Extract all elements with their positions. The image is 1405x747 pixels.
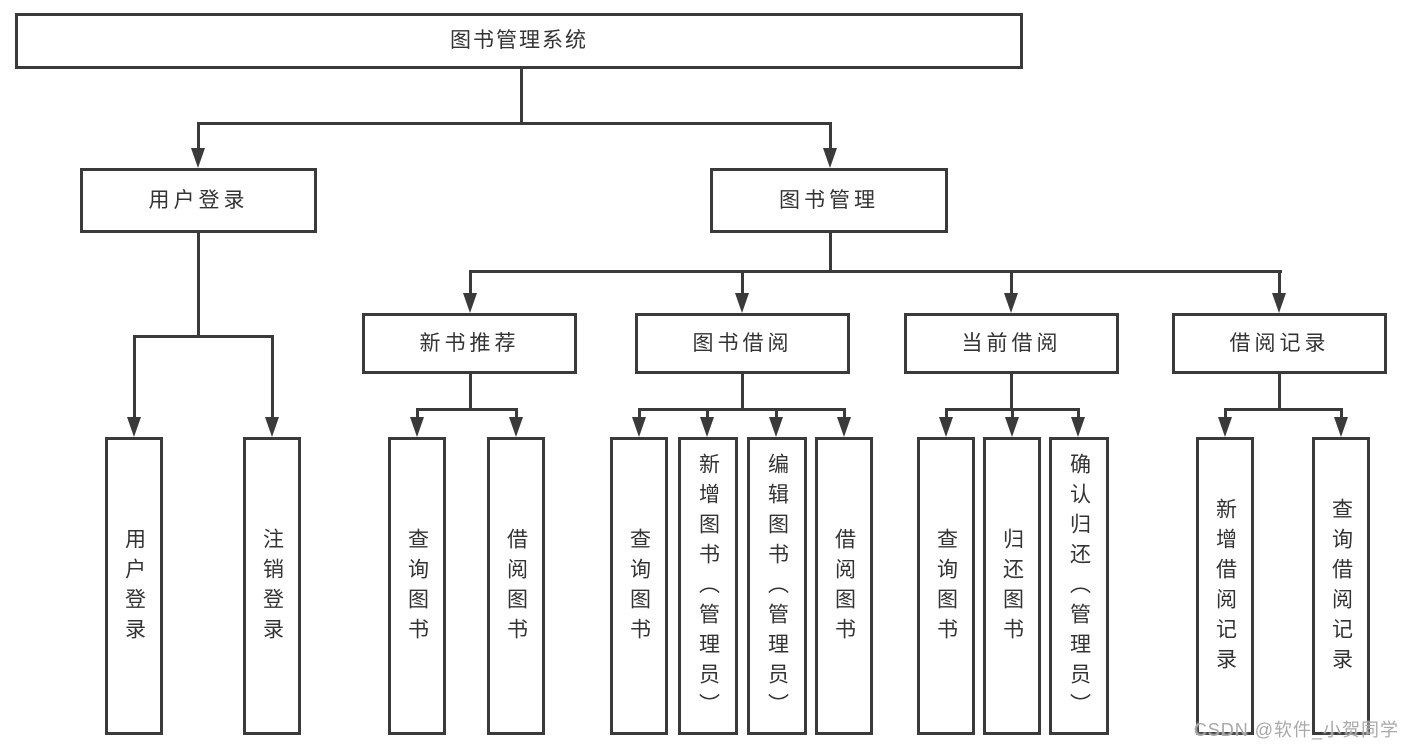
leaf-borrow-borrow-books: 借阅图书 — [815, 437, 873, 735]
arrowhead-down-icon — [410, 417, 424, 437]
node-borrow-records: 借阅记录 — [1172, 313, 1387, 374]
arrowhead-down-icon — [939, 417, 953, 437]
leaf-records-query-record: 查询借阅记录 — [1312, 437, 1370, 735]
connector-line — [1224, 408, 1227, 422]
connector-line — [197, 233, 200, 335]
arrowhead-down-icon — [700, 417, 714, 437]
leaf-borrow-add-books-admin: 新增图书（管理员） — [678, 437, 738, 735]
node-user-login: 用户登录 — [80, 168, 317, 233]
connector-line — [1011, 408, 1014, 422]
arrowhead-down-icon — [735, 293, 749, 313]
node-new-book-recommend: 新书推荐 — [362, 313, 577, 374]
connector-line — [1278, 270, 1281, 297]
node-book-borrow: 图书借阅 — [635, 313, 850, 374]
arrowhead-down-icon — [265, 417, 279, 437]
connector-line — [638, 408, 641, 422]
arrowhead-down-icon — [769, 417, 783, 437]
arrowhead-down-icon — [127, 417, 141, 437]
connector-line — [829, 233, 832, 270]
arrowhead-down-icon — [823, 148, 837, 168]
connector-line — [197, 122, 832, 125]
connector-line — [706, 408, 709, 422]
connector-line — [945, 408, 948, 422]
arrowhead-down-icon — [1218, 417, 1232, 437]
arrowhead-down-icon — [837, 417, 851, 437]
leaf-current-return-books: 归还图书 — [983, 437, 1041, 735]
leaf-logout: 注销登录 — [243, 437, 301, 735]
arrowhead-down-icon — [509, 417, 523, 437]
arrowhead-down-icon — [1004, 293, 1018, 313]
arrowhead-down-icon — [191, 148, 205, 168]
connector-line — [133, 335, 136, 419]
connector-line — [741, 270, 744, 297]
connector-line — [1278, 374, 1281, 408]
arrowhead-down-icon — [1334, 417, 1348, 437]
leaf-recommend-borrow-books: 借阅图书 — [487, 437, 545, 735]
connector-line — [271, 335, 274, 419]
connector-line — [741, 374, 744, 408]
connector-line — [469, 374, 472, 408]
connector-line — [416, 408, 518, 411]
leaf-current-query-books: 查询图书 — [917, 437, 975, 735]
node-book-management: 图书管理 — [710, 168, 948, 233]
arrowhead-down-icon — [463, 293, 477, 313]
leaf-records-add-record: 新增借阅记录 — [1196, 437, 1254, 735]
leaf-borrow-edit-books-admin: 编辑图书（管理员） — [747, 437, 807, 735]
connector-line — [843, 408, 846, 422]
connector-line — [416, 408, 419, 422]
connector-line — [1010, 270, 1013, 297]
arrowhead-down-icon — [1071, 417, 1085, 437]
connector-line — [469, 270, 1282, 273]
connector-line — [133, 335, 274, 338]
leaf-user-login: 用户登录 — [105, 437, 163, 735]
csdn-watermark: CSDN @软件_小贺同学 — [1193, 720, 1399, 740]
node-current-borrow: 当前借阅 — [904, 313, 1119, 374]
connector-line — [1340, 408, 1343, 422]
leaf-current-confirm-return-admin: 确认归还（管理员） — [1049, 437, 1109, 735]
arrowhead-down-icon — [1005, 417, 1019, 437]
connector-line — [469, 270, 472, 297]
arrowhead-down-icon — [632, 417, 646, 437]
connector-line — [775, 408, 778, 422]
connector-line — [197, 122, 200, 152]
connector-line — [1010, 374, 1013, 408]
connector-line — [1077, 408, 1080, 422]
node-library-management-system: 图书管理系统 — [15, 13, 1023, 69]
connector-line — [515, 408, 518, 422]
connector-line — [1224, 408, 1343, 411]
arrowhead-down-icon — [1272, 293, 1286, 313]
connector-line — [520, 69, 523, 122]
connector-line — [638, 408, 846, 411]
leaf-recommend-query-books: 查询图书 — [388, 437, 446, 735]
leaf-borrow-query-books: 查询图书 — [610, 437, 668, 735]
connector-line — [829, 122, 832, 152]
